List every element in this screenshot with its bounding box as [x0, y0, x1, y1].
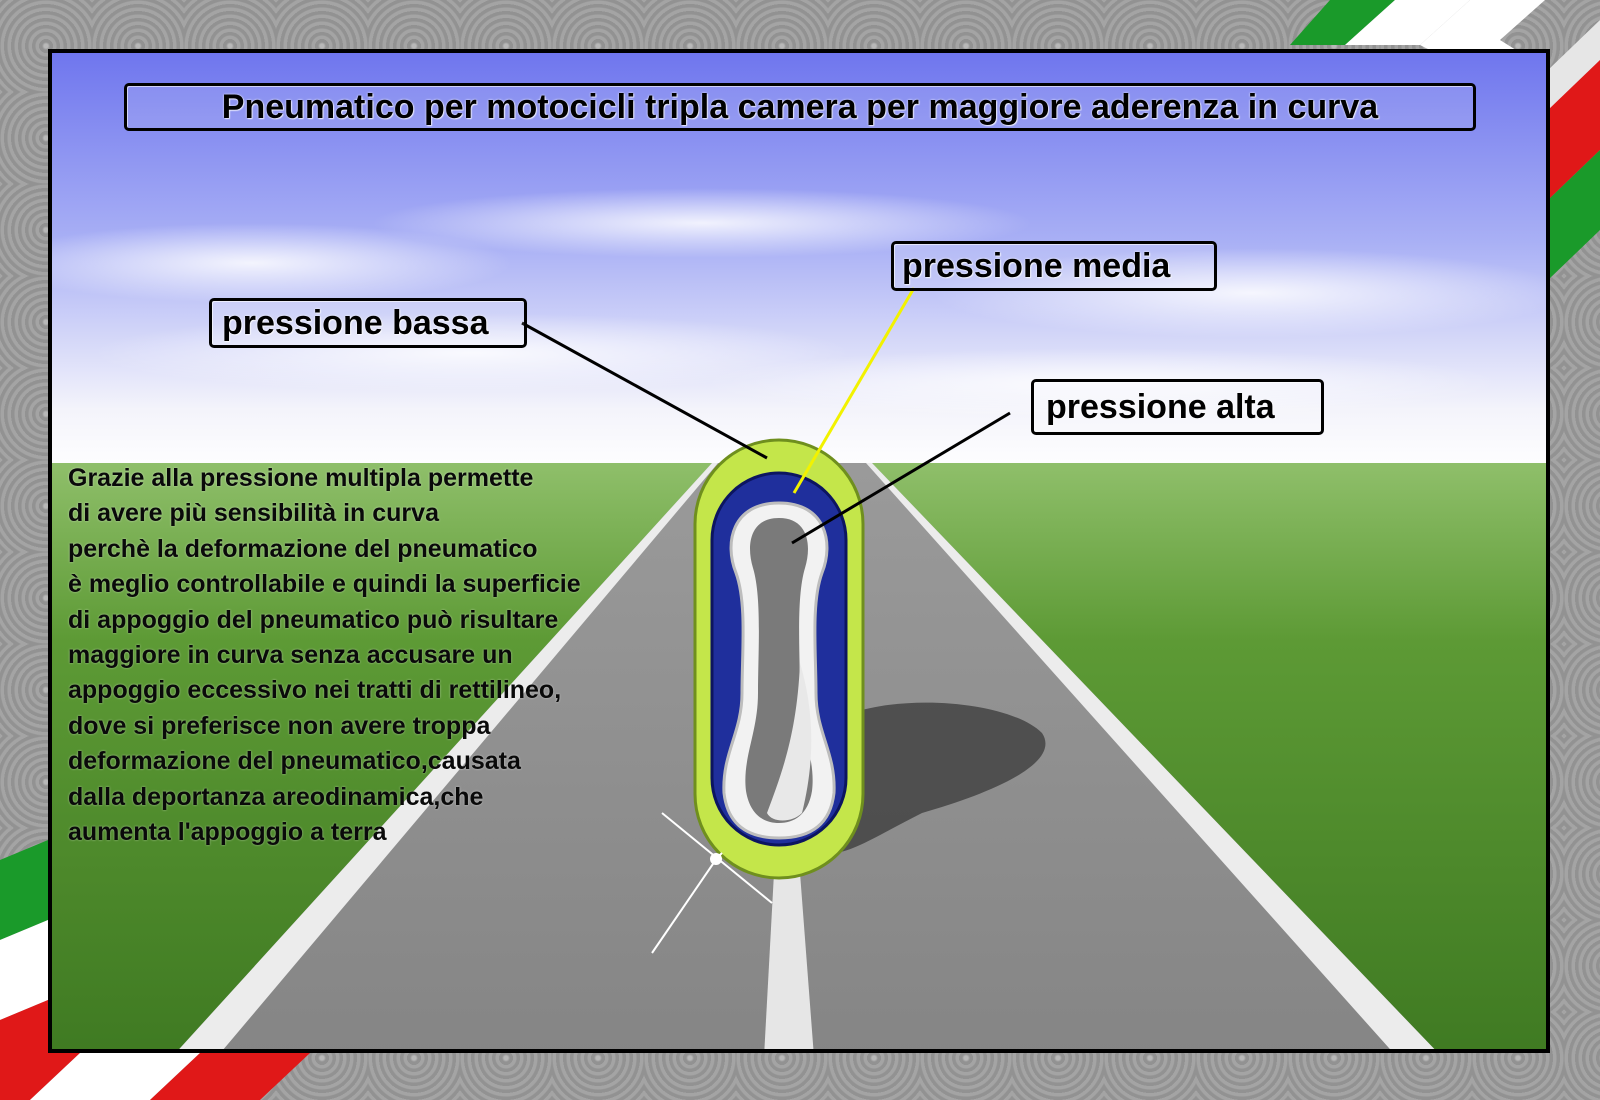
- description-line: di appoggio del pneumatico può risultare: [68, 605, 559, 634]
- label-pressione-bassa: pressione bassa: [209, 298, 527, 348]
- description-line: deformazione del pneumatico,causata: [68, 747, 521, 776]
- scene-illustration: [52, 53, 1546, 1049]
- road-center-line: [764, 873, 814, 1049]
- leader-line-alta: [791, 411, 1011, 545]
- description-line: Grazie alla pressione multipla permette: [68, 464, 534, 492]
- description-line: è meglio controllabile e quindi la super…: [68, 570, 581, 599]
- leader-line-media: [792, 287, 916, 494]
- description-line: dalla deportanza areodinamica,che: [68, 782, 484, 811]
- description-line: appoggio eccessivo nei tratti di rettili…: [68, 676, 562, 705]
- description-line: dove si preferisce non avere troppa: [68, 711, 491, 740]
- leader-line-bassa: [521, 321, 768, 460]
- road-scene: Pneumatico per motocicli tripla camera p…: [48, 49, 1550, 1053]
- description-line: maggiore in curva senza accusare un: [68, 641, 513, 670]
- description-line: di avere più sensibilità in curva: [68, 499, 439, 528]
- description-line: aumenta l'appoggio a terra: [68, 818, 387, 847]
- description-text: Grazie alla pressione multipla permette …: [68, 461, 708, 850]
- page-title: Pneumatico per motocicli tripla camera p…: [124, 83, 1476, 131]
- label-pressione-alta: pressione alta: [1031, 379, 1324, 435]
- sparkle-icon: [651, 812, 773, 954]
- label-pressione-media: pressione media: [891, 241, 1217, 291]
- description-line: perchè la deformazione del pneumatico: [68, 534, 538, 563]
